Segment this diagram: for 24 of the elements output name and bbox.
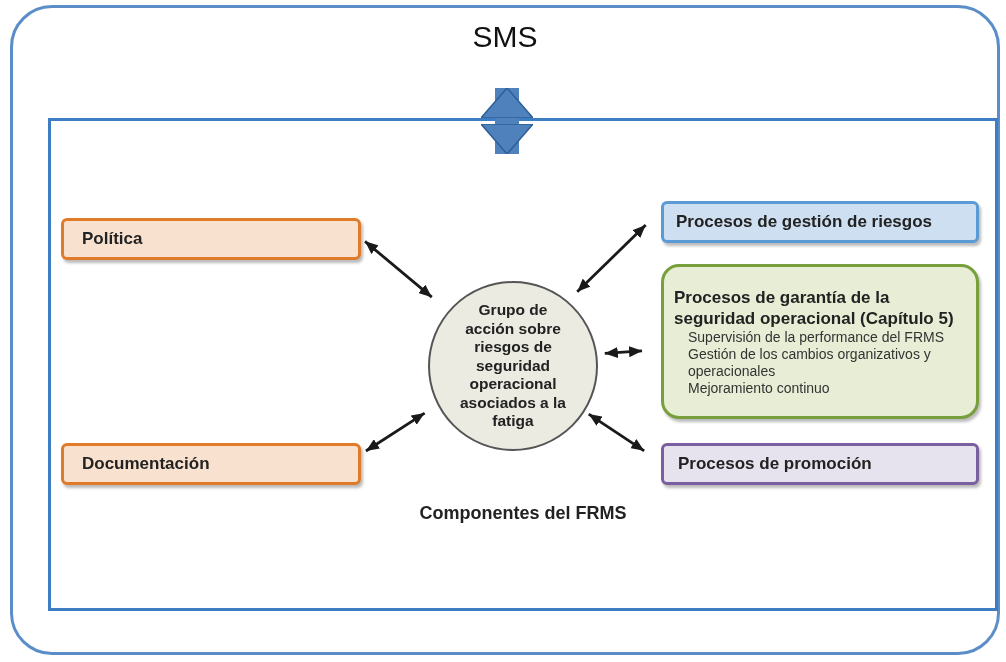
process-box — [61, 218, 361, 260]
node-label: Procesos de promoción — [678, 453, 873, 475]
outer-rounded-box — [10, 5, 1000, 655]
frame-label: Componentes del FRMS — [418, 503, 628, 524]
process-box — [661, 201, 979, 243]
body-text: Mejoramiento continuo — [687, 379, 831, 397]
process-box — [661, 264, 979, 419]
arrow — [587, 412, 645, 452]
inner-frame — [48, 118, 998, 611]
arrow — [604, 346, 643, 358]
node-label: Política — [82, 228, 144, 250]
node-label: Documentación — [82, 453, 211, 475]
box-heading: Procesos de garantía de la seguridad operacional (Capítulo 5) — [674, 286, 955, 330]
arrow — [365, 411, 426, 453]
process-box — [61, 443, 361, 485]
node-label: Grupo de acción sobre riesgos de seguridad operacional asociados a la fatiga — [459, 300, 567, 432]
double-arrow — [480, 87, 534, 155]
arrow — [364, 240, 433, 299]
body-text: Gestión de los cambios organizativos y operacionales — [687, 345, 932, 380]
arrow — [576, 224, 647, 293]
title-text: SMS — [471, 20, 539, 54]
body-text: Supervisión de la performance del FRMS — [687, 329, 945, 346]
process-box — [661, 443, 979, 485]
node-label: Procesos de gestión de riesgos — [676, 211, 934, 233]
